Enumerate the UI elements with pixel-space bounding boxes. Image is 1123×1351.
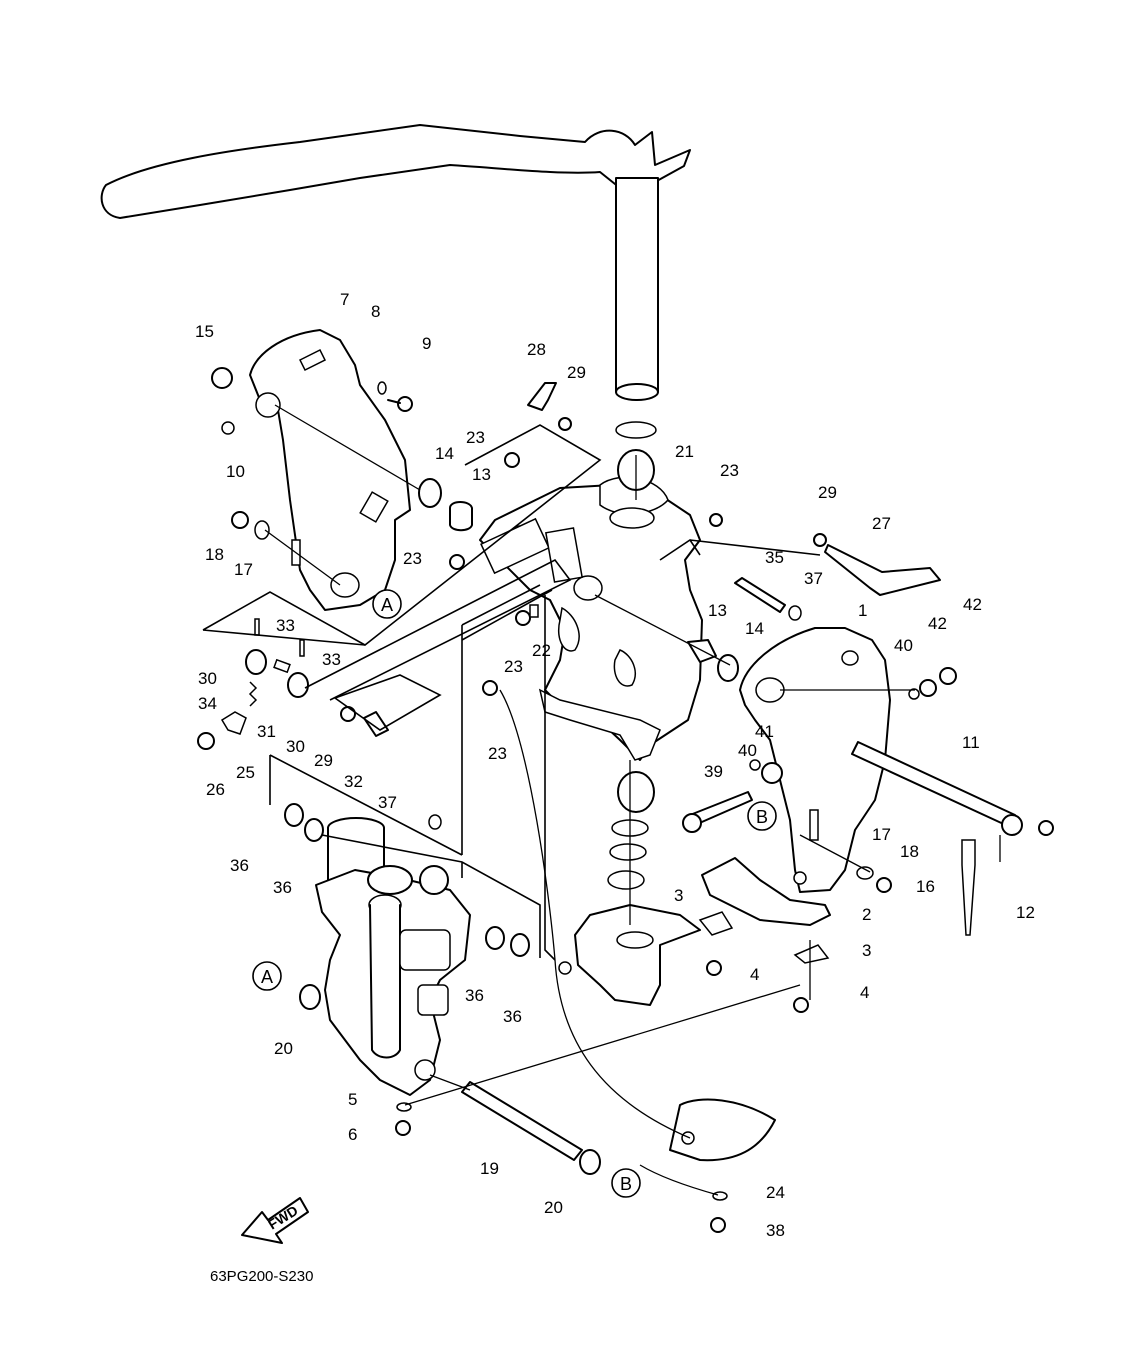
callout-42a: 42 bbox=[928, 614, 947, 633]
callout-31: 31 bbox=[257, 722, 276, 741]
callout-29b: 29 bbox=[818, 483, 837, 502]
callout-13b: 13 bbox=[708, 601, 727, 620]
svg-text:A: A bbox=[261, 967, 273, 987]
svg-text:B: B bbox=[620, 1174, 632, 1194]
ref-marker-a-top: A bbox=[372, 589, 402, 619]
callout-7: 7 bbox=[340, 290, 349, 309]
callout-9: 9 bbox=[422, 334, 431, 353]
ref-marker-a-bottom: A bbox=[252, 961, 282, 991]
callout-18b: 18 bbox=[900, 842, 919, 861]
callout-25: 25 bbox=[236, 763, 255, 782]
callout-19: 19 bbox=[480, 1159, 499, 1178]
callout-36a: 36 bbox=[230, 856, 249, 875]
svg-text:A: A bbox=[381, 595, 393, 615]
callout-33a: 33 bbox=[276, 616, 295, 635]
callout-35: 35 bbox=[765, 548, 784, 567]
callout-8: 8 bbox=[371, 302, 380, 321]
callout-36d: 36 bbox=[503, 1007, 522, 1026]
callout-27: 27 bbox=[872, 514, 891, 533]
callout-28: 28 bbox=[527, 340, 546, 359]
callout-37a: 37 bbox=[804, 569, 823, 588]
callout-33b: 33 bbox=[322, 650, 341, 669]
callout-37b: 37 bbox=[378, 793, 397, 812]
stern-bracket-right bbox=[739, 627, 891, 893]
callout-38: 38 bbox=[766, 1221, 785, 1240]
callout-16: 16 bbox=[916, 877, 935, 896]
callout-23a: 23 bbox=[466, 428, 485, 447]
callout-13a: 13 bbox=[472, 465, 491, 484]
lower-mount-bracket bbox=[574, 904, 776, 1162]
callout-23c: 23 bbox=[403, 549, 422, 568]
callout-20a: 20 bbox=[274, 1039, 293, 1058]
leader-lines bbox=[202, 404, 1001, 1196]
callout-23e: 23 bbox=[488, 744, 507, 763]
callout-14a: 14 bbox=[435, 444, 454, 463]
callout-21: 21 bbox=[675, 442, 694, 461]
callout-11: 11 bbox=[962, 733, 980, 752]
callout-6: 6 bbox=[348, 1125, 357, 1144]
callout-3a: 3 bbox=[674, 886, 683, 905]
callout-24: 24 bbox=[766, 1183, 785, 1202]
callout-36c: 36 bbox=[465, 986, 484, 1005]
callout-30b: 30 bbox=[286, 737, 305, 756]
callout-5: 5 bbox=[348, 1090, 357, 1109]
callout-26: 26 bbox=[206, 780, 225, 799]
steering-arm-shaft bbox=[100, 124, 691, 401]
fwd-arrow-icon: FWD bbox=[241, 1197, 309, 1244]
callout-4a: 4 bbox=[750, 965, 759, 984]
callout-40b: 40 bbox=[738, 741, 757, 760]
callout-23b: 23 bbox=[720, 461, 739, 480]
callout-10: 10 bbox=[226, 462, 245, 481]
svg-text:B: B bbox=[756, 807, 768, 827]
callout-23d: 23 bbox=[504, 657, 523, 676]
callout-34: 34 bbox=[198, 694, 217, 713]
callout-12: 12 bbox=[1016, 903, 1035, 922]
callout-41: 41 bbox=[755, 722, 774, 741]
callout-39: 39 bbox=[704, 762, 723, 781]
callout-1: 1 bbox=[858, 601, 867, 620]
callout-40a: 40 bbox=[894, 636, 913, 655]
callout-42b: 42 bbox=[963, 595, 982, 614]
stern-bracket-left bbox=[249, 329, 411, 611]
callout-36b: 36 bbox=[273, 878, 292, 897]
swivel-bracket bbox=[479, 476, 703, 761]
callout-2: 2 bbox=[862, 905, 871, 924]
small-parts bbox=[197, 367, 1054, 1233]
callout-17a: 17 bbox=[234, 560, 253, 579]
callout-29c: 29 bbox=[314, 751, 333, 770]
power-trim-tilt-unit bbox=[315, 817, 471, 1096]
callout-4b: 4 bbox=[860, 983, 869, 1002]
callout-15: 15 bbox=[195, 322, 214, 341]
callout-22: 22 bbox=[532, 641, 551, 660]
ref-marker-b-bottom: B bbox=[611, 1168, 641, 1198]
callout-30a: 30 bbox=[198, 669, 217, 688]
callout-29a: 29 bbox=[567, 363, 586, 382]
callout-labels: 1 2 3 3 4 4 5 6 7 8 9 10 11 12 13 13 14 … bbox=[195, 290, 1035, 1240]
ref-marker-b-right: B bbox=[747, 801, 777, 831]
callout-32: 32 bbox=[344, 772, 363, 791]
callout-17b: 17 bbox=[872, 825, 891, 844]
callout-18a: 18 bbox=[205, 545, 224, 564]
diagram-code: 63PG200-S230 bbox=[210, 1268, 313, 1285]
callout-20b: 20 bbox=[544, 1198, 563, 1217]
callout-3b: 3 bbox=[862, 941, 871, 960]
callout-14b: 14 bbox=[745, 619, 764, 638]
